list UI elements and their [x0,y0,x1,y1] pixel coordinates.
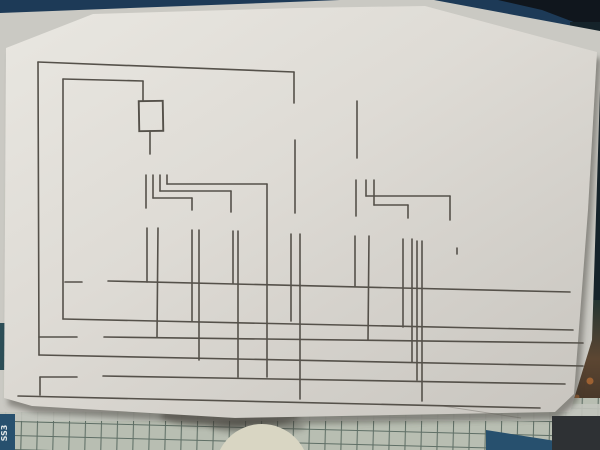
wire [103,336,584,344]
wire [38,354,584,367]
dark-object-bottom-right [552,416,600,450]
tape-roll [219,424,305,450]
navy-object-bottom-left [0,414,15,450]
circuit-drawing [17,61,584,419]
wire [62,78,144,82]
wire [107,280,571,293]
side-object-text: SS3 [0,425,9,442]
gate-buffer-top-left [137,99,165,133]
wire [62,318,574,331]
wire [37,61,295,73]
desk-dark-corner [498,0,600,32]
wire [102,375,566,385]
wire [37,61,40,356]
paper-sheet [4,6,597,418]
wire [17,395,541,409]
stray-pencil-line [442,405,522,419]
rust-spot [586,377,594,385]
